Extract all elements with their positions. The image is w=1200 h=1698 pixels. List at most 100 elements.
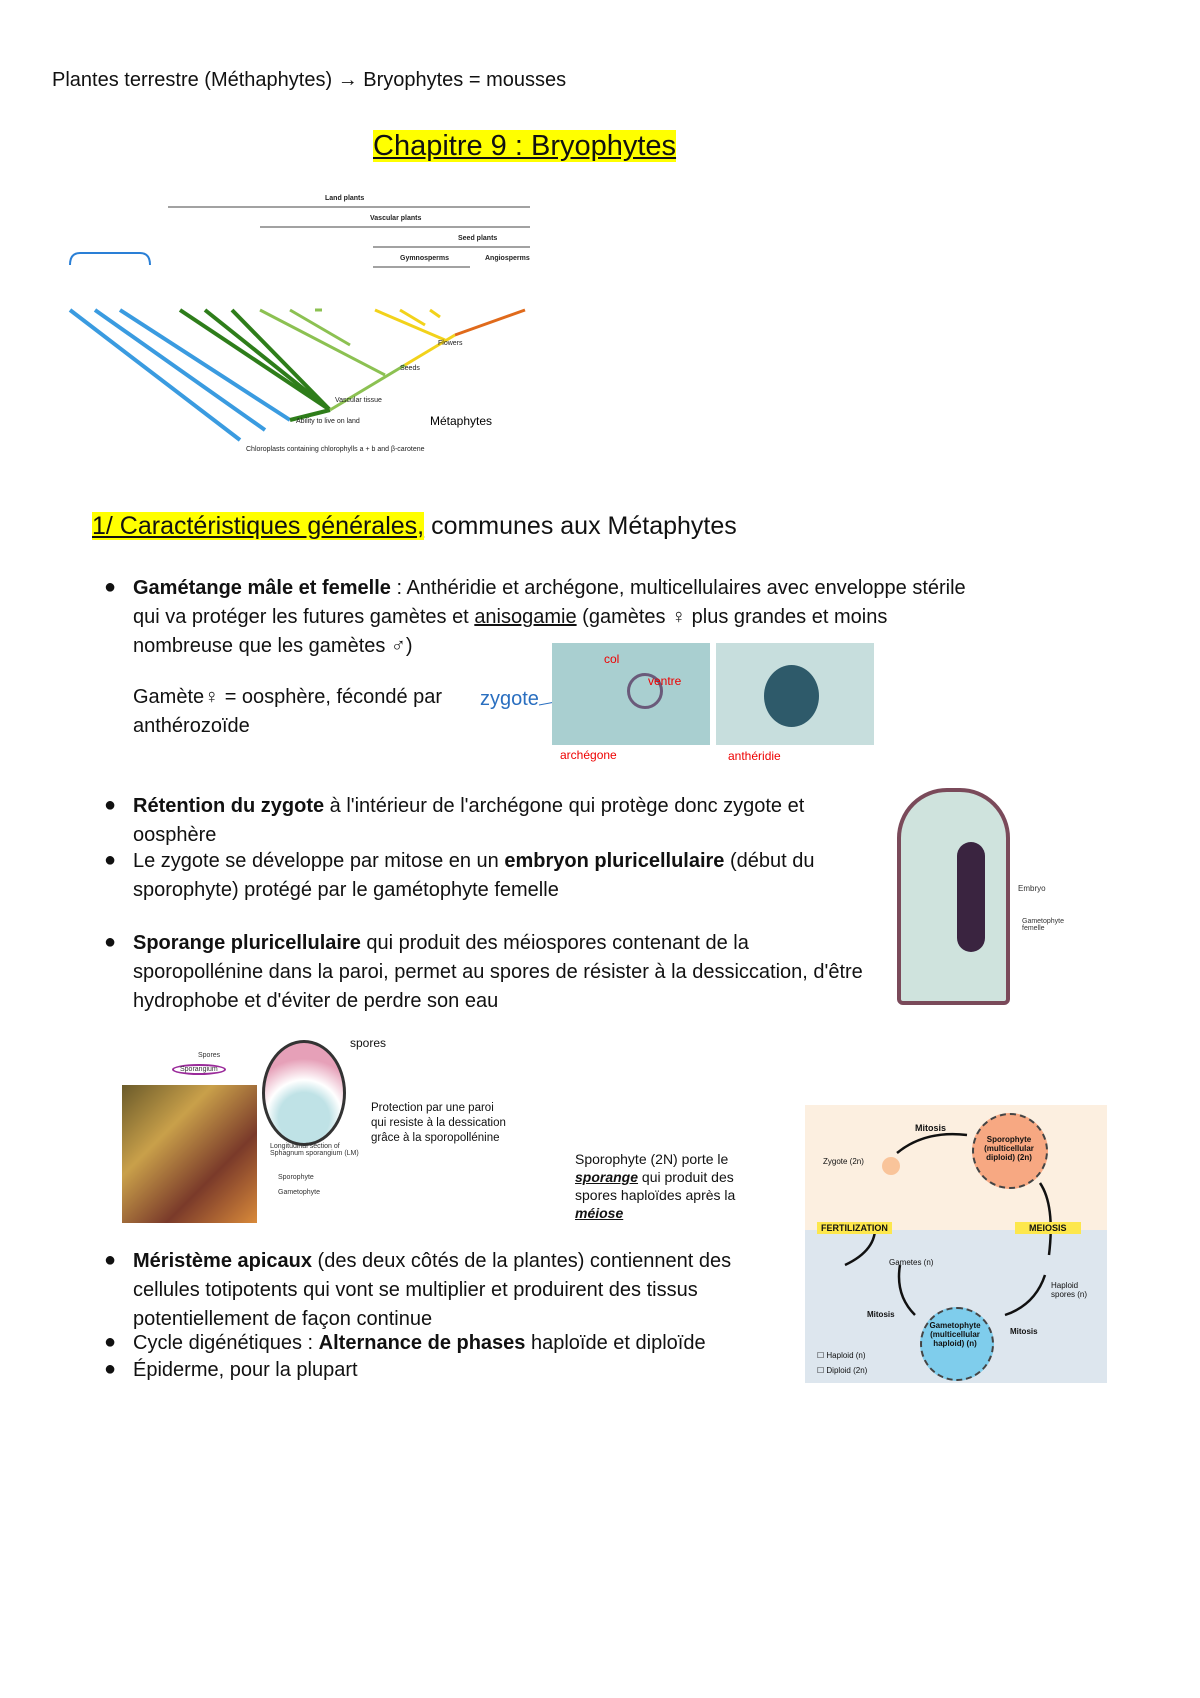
gymnosperms-label: Gymnosperms (400, 255, 449, 262)
event-seeds: Seeds (400, 365, 420, 372)
mitosis-right: Mitosis (1010, 1327, 1038, 1336)
event-flowers: Flowers (438, 340, 463, 347)
bullet-6: Cycle digénétiques : Alternance de phase… (133, 1329, 773, 1358)
sporangium-label: Sporangium (172, 1064, 226, 1075)
bullet-icon: ● (104, 1358, 117, 1380)
b1-bold: Gamétange mâle et femelle (133, 577, 391, 599)
angiosperms-label: Angiosperms (485, 255, 530, 262)
overlay-l2: qui produit des (638, 1169, 734, 1185)
legend-haploid: ☐ Haploid (n) (817, 1351, 866, 1360)
gametophyte-circle-label: Gametophyte (multicellular haploid) (n) (929, 1321, 981, 1348)
header-left: Plantes terrestre (Méthaphytes) (52, 69, 333, 91)
b2-bold: Rétention du zygote (133, 795, 325, 817)
life-cycle-diagram: Mitosis Sporophyte (multicellular diploi… (805, 1105, 1107, 1383)
protection-1: Protection par une paroi (371, 1102, 494, 1114)
gametophyte-small-label: Gametophyte (278, 1189, 321, 1196)
haploid-text: Haploid (n) (826, 1351, 866, 1360)
overlay-meiose: méiose (575, 1205, 624, 1221)
bullet-2: Rétention du zygote à l'intérieur de l'a… (133, 792, 853, 850)
sporophyte-circle-label: Sporophyte (multicellular diploid) (2n) (984, 1135, 1034, 1162)
arrow-icon: → (337, 69, 358, 91)
b5-text: (des deux côtés de la plantes) contienne… (133, 1250, 732, 1330)
embryo-micrograph (897, 788, 1010, 1005)
spores-small-label: Spores (198, 1052, 221, 1059)
event-land: Ability to live on land (296, 418, 360, 425)
zygote-label: zygote (480, 688, 539, 710)
b6-pre: Cycle digénétiques : (133, 1332, 319, 1354)
overlay-sporange: sporange (575, 1169, 639, 1185)
bullet-1: Gamétange mâle et femelle : Anthéridie e… (133, 574, 973, 661)
sporophyte-overlay-note: Sporophyte (2N) porte le sporange qui pr… (575, 1150, 790, 1222)
bullet-icon: ● (104, 1249, 117, 1271)
spores-label: spores (350, 1036, 387, 1050)
b4-text: qui produit des méiospores contenant de … (133, 932, 863, 1012)
bullet-icon: ● (104, 931, 117, 953)
metaphytes-label: Métaphytes (430, 414, 492, 428)
moss-photo (122, 1085, 257, 1223)
bracket (69, 252, 151, 266)
seed-plants-label: Seed plants (458, 235, 497, 242)
mitosis-left: Mitosis (867, 1310, 895, 1319)
b7-text: Épiderme, pour la plupart (133, 1359, 358, 1381)
bullet-icon: ● (104, 576, 117, 598)
diploid-text: Diploid (2n) (826, 1366, 868, 1375)
header-right: Bryophytes = mousses (363, 69, 567, 91)
chapter-title: Chapitre 9 : Bryophytes (373, 130, 677, 163)
gamete-line2: anthérozoïde (133, 715, 250, 737)
section-caption: Longitudinal section of Sphagnum sporang… (270, 1143, 359, 1157)
b5-bold: Méristème apicaux (133, 1250, 312, 1272)
archegone-label: archégone (560, 748, 617, 762)
bullet-icon: ● (104, 849, 117, 871)
bullet-icon: ● (104, 794, 117, 816)
b1-text: : Anthéridie et archégone, multicellulai… (133, 577, 966, 628)
sporophyte-label: Sporophyte (278, 1174, 314, 1181)
antheridie-micrograph (716, 643, 874, 745)
section-suffix: communes aux Métaphytes (424, 512, 737, 540)
b2-text: à l'intérieur de l'archégone qui protège… (133, 795, 805, 846)
algae-branches (68, 308, 292, 442)
bullet-5: Méristème apicaux (des deux côtés de la … (133, 1247, 753, 1334)
section-1-heading: 1/ Caractéristiques générales, communes … (92, 512, 737, 541)
bullet-4: Sporange pluricellulaire qui produit des… (133, 929, 883, 1016)
overlay-l1: Sporophyte (2N) porte le (575, 1151, 729, 1167)
phylogeny-diagram: Land plants Vascular plants Seed plants … (68, 195, 530, 453)
b1-text2: (gamètes ♀ plus grandes et moins nombreu… (133, 606, 888, 657)
sporangium-section (262, 1040, 346, 1146)
b1-underline: anisogamie (474, 606, 577, 628)
protection-2: qui resiste à la dessication (371, 1117, 506, 1129)
b6-bold: Alternance de phases (318, 1332, 526, 1354)
bullet-3: Le zygote se développe par mitose en un … (133, 847, 853, 905)
meiosis-label: MEIOSIS (1015, 1222, 1081, 1234)
b3-bold: embryon pluricellulaire (504, 850, 725, 872)
gametes-label: Gametes (n) (889, 1258, 934, 1267)
section-title: 1/ Caractéristiques générales, (92, 512, 425, 540)
protection-note: Protection par une paroi qui resiste à la… (371, 1101, 506, 1146)
fertilization-label: FERTILIZATION (817, 1222, 892, 1234)
chapter-title-text: Chapitre 9 : Bryophytes (373, 130, 677, 162)
event-vascular: Vascular tissue (335, 397, 382, 404)
b6-text: haploïde et diploïde (525, 1332, 706, 1354)
event-chloroplasts: Chloroplasts containing chlorophylls a +… (246, 446, 425, 453)
b3-pre: Le zygote se développe par mitose en un (133, 850, 505, 872)
mitosis-top: Mitosis (915, 1123, 947, 1133)
b3-text: (début du sporophyte) protégé par le gam… (133, 850, 815, 901)
archegone-micrograph (552, 643, 710, 745)
b4-bold: Sporange pluricellulaire (133, 932, 361, 954)
haploid-spores-label: Haploid spores (n) (1051, 1281, 1088, 1299)
protection-3: grâce à la sporopollénine (371, 1132, 500, 1144)
gamete-line1: Gamète♀ = oosphère, fécondé par (133, 686, 443, 708)
ventre-label: ventre (648, 674, 682, 688)
overlay-l3: spores haploïdes après la (575, 1187, 736, 1203)
vascular-plants-label: Vascular plants (370, 215, 421, 222)
bullet-icon: ● (104, 1331, 117, 1353)
antheridie-label: anthéridie (728, 749, 781, 763)
land-plants-label: Land plants (325, 195, 364, 202)
gametophyte-label: Gametophyte femelle (1022, 918, 1065, 932)
zygote-cycle-label: Zygote (2n) (823, 1157, 864, 1166)
header-line: Plantes terrestre (Méthaphytes) → Bryoph… (52, 66, 566, 95)
col-label: col (604, 652, 620, 666)
legend-diploid: ☐ Diploid (2n) (817, 1366, 868, 1375)
gamete-note: Gamète♀ = oosphère, fécondé par anthérozo… (133, 683, 442, 741)
bullet-7: Épiderme, pour la plupart (133, 1356, 358, 1385)
